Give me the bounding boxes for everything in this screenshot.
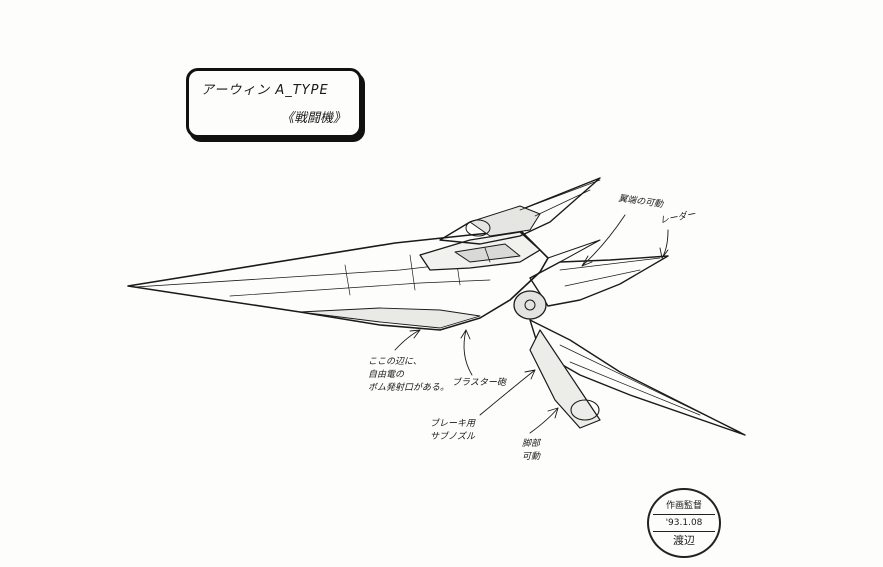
leader-sensor-arrow <box>659 247 669 259</box>
title-subtitle: 《戦闘機》 <box>281 111 347 126</box>
leader-blaster-arrow <box>460 329 471 340</box>
leader-bomb-arrow <box>409 329 421 339</box>
leader-brake <box>479 369 536 416</box>
leader-wingtip <box>581 214 626 267</box>
leader-brake-arrow <box>524 369 536 380</box>
leader-blaster <box>463 329 473 376</box>
stamp-top: 作画監督 <box>665 501 702 511</box>
stamp-divider-bottom <box>653 531 715 532</box>
stamp-name: 渡辺 <box>673 534 695 547</box>
leader-leg <box>529 407 559 434</box>
right-wing <box>529 255 669 307</box>
note-bomb-line-3: ボム発射口がある。 <box>368 383 450 393</box>
note-leg: 脚部 可動 <box>522 438 540 464</box>
upper-wing-joint <box>465 219 491 237</box>
lower-joint <box>570 399 600 421</box>
note-brake-nozzle: ブレーキ用 サブノズル <box>430 418 475 444</box>
fuselage-panel-line <box>229 279 491 297</box>
leader-wingtip-arrow <box>581 255 593 267</box>
note-bomb-line-2: 自由電の <box>368 370 405 380</box>
note-bomb-line-1: ここの辺に、 <box>368 357 422 367</box>
approval-stamp: 作画監督 '93.1.08 渡辺 <box>647 488 721 558</box>
stamp-divider-top <box>653 514 715 515</box>
note-brake-line-1: ブレーキ用 <box>430 419 476 429</box>
canopy-window <box>454 243 521 263</box>
right-wing-fin <box>547 239 601 263</box>
lower-wing-nacelle <box>529 329 601 429</box>
leader-leg-arrow <box>547 407 559 419</box>
main-joint-hub <box>524 299 536 311</box>
note-bomb-outlet: ここの辺に、 自由電の ボム発射口がある。 <box>368 356 449 395</box>
note-leg-line-1: 脚部 <box>522 439 541 449</box>
fuselage-bottom-plane <box>299 307 481 329</box>
upper-wing-detail <box>519 179 601 217</box>
right-wing-edge <box>559 257 661 287</box>
stamp-date: '93.1.08 <box>665 518 703 528</box>
canopy-frame <box>484 247 491 263</box>
note-brake-line-2: サブノズル <box>430 432 476 442</box>
leader-bomb <box>394 329 421 351</box>
title-box: アーウィン A_TYPE 《戦闘機》 <box>186 68 362 138</box>
title-name: アーウィン A_TYPE <box>201 83 329 98</box>
note-blaster: ブラスター砲 <box>452 377 506 390</box>
note-blaster-text: ブラスター砲 <box>452 378 506 388</box>
note-leg-line-2: 可動 <box>522 452 541 462</box>
main-joint <box>513 290 547 320</box>
lower-wing-edge <box>559 344 741 433</box>
